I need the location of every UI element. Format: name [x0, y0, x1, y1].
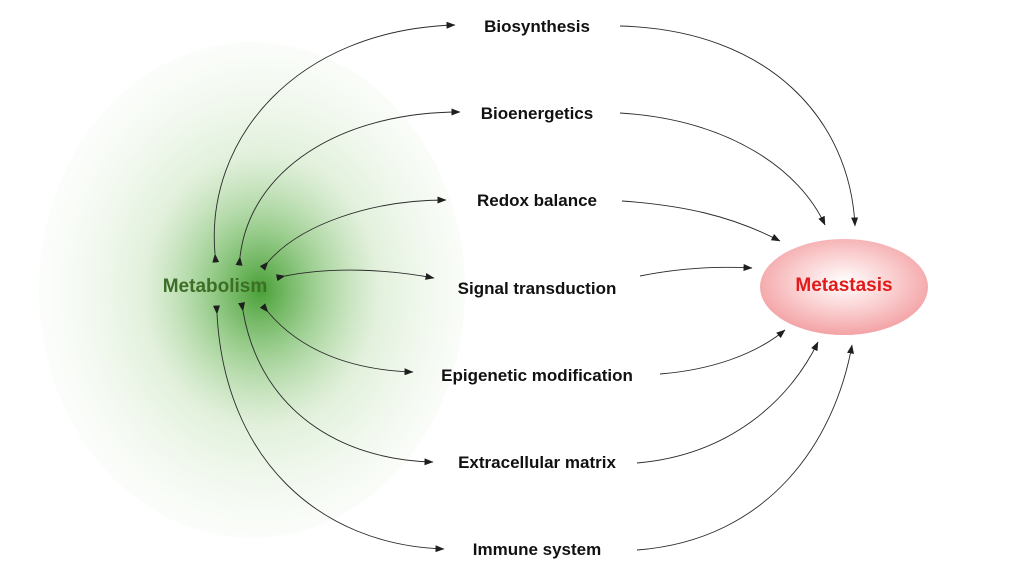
edge-bioenergetics-metastasis	[619, 112, 826, 226]
process-bioenergetics-label: Bioenergetics	[481, 104, 593, 123]
process-immune-label: Immune system	[473, 540, 602, 559]
edge-metabolism-signal	[275, 269, 435, 282]
edge-metabolism-bioenergetics	[235, 108, 461, 266]
edge-epigenetic-metastasis	[659, 329, 786, 375]
process-biosynthesis-label: Biosynthesis	[484, 17, 590, 36]
edge-ecm-metastasis	[636, 341, 819, 464]
metabolism-process-edges	[212, 21, 461, 553]
metastasis-label: Metastasis	[795, 275, 892, 296]
edge-redox-metastasis	[621, 200, 781, 242]
edge-immune-metastasis	[636, 344, 854, 551]
process-ecm-label: Extracellular matrix	[458, 453, 616, 472]
metabolism-label: Metabolism	[163, 276, 268, 297]
process-redox-label: Redox balance	[477, 191, 597, 210]
process-signal-label: Signal transduction	[458, 279, 617, 298]
edge-metabolism-biosynthesis	[212, 21, 456, 263]
process-epigenetic-label: Epigenetic modification	[441, 366, 633, 385]
process-metastasis-edges	[619, 25, 859, 551]
edge-metabolism-immune	[213, 305, 445, 553]
edge-signal-metastasis	[639, 264, 753, 277]
edge-biosynthesis-metastasis	[619, 25, 859, 227]
metastasis-node	[760, 239, 928, 335]
edge-metabolism-redox	[259, 196, 447, 271]
